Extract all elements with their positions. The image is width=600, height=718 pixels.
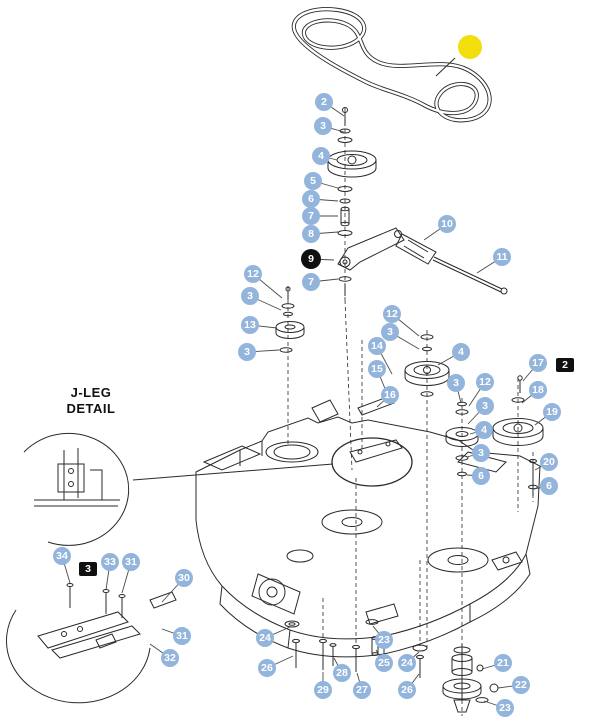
callout-24[interactable]: 24 (256, 629, 274, 647)
spindle-assembly (442, 644, 499, 713)
callout-15[interactable]: 15 (368, 360, 386, 378)
callout-10[interactable]: 10 (438, 215, 456, 233)
left-pulley-stack (275, 286, 305, 353)
callout-12[interactable]: 12 (476, 373, 494, 391)
callout-4[interactable]: 4 (452, 343, 470, 361)
middle-pulley-stack (404, 334, 450, 397)
j-leg-detail-label: J-LEG DETAIL (52, 385, 130, 417)
callout-33[interactable]: 33 (101, 553, 119, 571)
callout-31[interactable]: 31 (122, 553, 140, 571)
callout-3[interactable]: 3 (241, 287, 259, 305)
callout-12[interactable]: 12 (383, 305, 401, 323)
callout-14[interactable]: 14 (368, 337, 386, 355)
callout-29[interactable]: 29 (314, 681, 332, 699)
callout-16[interactable]: 16 (381, 386, 399, 404)
spring (395, 233, 437, 265)
callout-3[interactable]: 3 (381, 323, 399, 341)
callout-11[interactable]: 11 (493, 248, 511, 266)
callout-27[interactable]: 27 (353, 681, 371, 699)
callout-3[interactable]: 3 (314, 117, 332, 135)
callout-6[interactable]: 6 (472, 467, 490, 485)
detail-circle (132, 437, 413, 487)
callout-30[interactable]: 30 (175, 569, 193, 587)
callout-21[interactable]: 21 (494, 654, 512, 672)
callout-3[interactable]: 3 (238, 343, 256, 361)
callout-26[interactable]: 26 (398, 681, 416, 699)
callout-28[interactable]: 28 (333, 664, 351, 682)
callout-31[interactable]: 31 (173, 627, 191, 645)
callout-4[interactable]: 4 (312, 147, 330, 165)
j-leg-detail-label-line1: J-LEG (70, 385, 112, 400)
callout-9[interactable]: 9 (301, 249, 321, 269)
rod (432, 256, 508, 295)
callout-32[interactable]: 32 (161, 649, 179, 667)
callout-7[interactable]: 7 (302, 207, 320, 225)
callout-13[interactable]: 13 (241, 316, 259, 334)
j-leg-detail-label-line2: DETAIL (66, 401, 116, 416)
callout-23[interactable]: 23 (496, 699, 514, 717)
callout-26[interactable]: 26 (258, 659, 276, 677)
callout-17[interactable]: 17 (529, 354, 547, 372)
callout-2[interactable]: 2 (556, 358, 574, 372)
callout-20[interactable]: 20 (540, 453, 558, 471)
highlight-dot[interactable] (458, 35, 482, 59)
callout-5[interactable]: 5 (304, 172, 322, 190)
j-leg-detail-top (23, 432, 130, 546)
callout-25[interactable]: 25 (375, 654, 393, 672)
callout-12[interactable]: 12 (244, 265, 262, 283)
callout-7[interactable]: 7 (302, 273, 320, 291)
callout-24[interactable]: 24 (398, 654, 416, 672)
callout-2[interactable]: 2 (315, 93, 333, 111)
callout-3[interactable]: 3 (472, 444, 490, 462)
callout-23[interactable]: 23 (375, 631, 393, 649)
callout-19[interactable]: 19 (543, 403, 561, 421)
callout-3[interactable]: 3 (476, 397, 494, 415)
drive-belt (291, 7, 492, 123)
callout-22[interactable]: 22 (512, 676, 530, 694)
callout-3[interactable]: 3 (79, 562, 97, 576)
callout-8[interactable]: 8 (302, 225, 320, 243)
callout-4[interactable]: 4 (475, 421, 493, 439)
callout-34[interactable]: 34 (53, 547, 71, 565)
callout-6[interactable]: 6 (302, 190, 320, 208)
callout-18[interactable]: 18 (529, 381, 547, 399)
callout-3[interactable]: 3 (447, 374, 465, 392)
callout-6[interactable]: 6 (540, 477, 558, 495)
